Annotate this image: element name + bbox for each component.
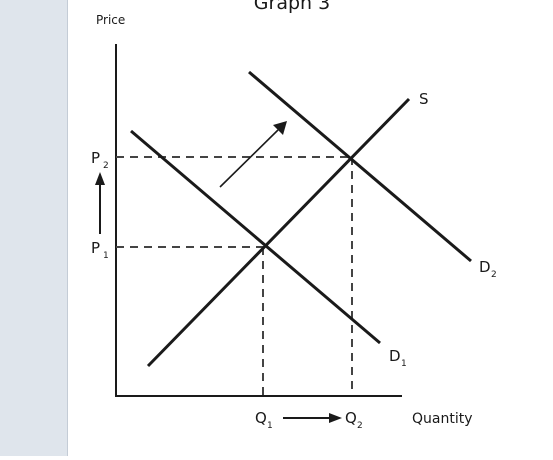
demand-1-subscript: 1 [401,359,407,369]
demand-curve-2 [248,70,472,263]
left-side-panel [0,0,68,456]
p2-label: P [91,149,100,167]
supply-label: S [419,90,429,108]
p1-subscript: 1 [103,251,109,261]
supply-curve [146,97,411,368]
demand-2-label: D [479,258,491,276]
y-axis-label: Price [96,13,125,27]
q1-label: Q [255,409,267,427]
graph-title: Graph 3 [254,0,330,14]
demand-curve-1 [130,129,381,345]
price-increase-arrow-head [95,172,105,185]
demand-shift-arrow-shaft [219,129,279,188]
p1-label: P [91,239,100,257]
x-axis-label: Quantity [412,411,473,427]
p2-subscript: 2 [103,161,109,171]
q2-subscript: 2 [357,421,363,431]
quantity-increase-arrow-head [329,413,342,423]
demand-1-label: D [389,347,401,365]
q1-subscript: 1 [267,421,273,431]
demand-shift-arrow-head [273,121,287,135]
q2-label: Q [345,409,357,427]
demand-2-subscript: 2 [491,270,497,280]
